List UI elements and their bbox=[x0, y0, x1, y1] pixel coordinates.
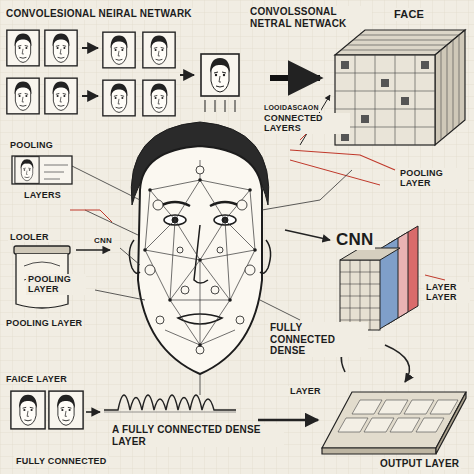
layer-label: FULLY CONNECTED DENSE bbox=[268, 322, 368, 357]
layer-label: POOLING bbox=[8, 140, 55, 150]
layer-label: OUTPUT LAYER bbox=[378, 458, 461, 470]
label: CNN bbox=[334, 230, 375, 250]
label: LOOLER bbox=[8, 232, 51, 242]
label: LOOIDASCAON bbox=[262, 104, 321, 112]
label: FACE bbox=[392, 8, 426, 21]
layer-label: LAYERS bbox=[22, 190, 63, 200]
layer-label: FULLY CONNECTED bbox=[14, 456, 109, 466]
label: CNN bbox=[92, 236, 114, 245]
layer-label: POOLING LAYER bbox=[398, 168, 468, 189]
label: CONNECTED LAYERS bbox=[262, 113, 350, 134]
layer-label: FAICE LAYER bbox=[4, 374, 69, 384]
diagram-title: CONVOLESIONAL NEIRAL NETWARK bbox=[4, 8, 194, 20]
label: CONVOLSSONAL NETRAL NETWACK bbox=[248, 6, 372, 29]
layer-label: LAYER LAYER bbox=[424, 282, 470, 303]
layer-label: POOLING LAYER bbox=[4, 318, 84, 328]
layer-label: LAYER bbox=[288, 386, 323, 396]
layer-label: POOLING LAYER bbox=[26, 274, 86, 295]
layer-label: A FULLY CONNECTED DENSE LAYER bbox=[110, 424, 284, 447]
